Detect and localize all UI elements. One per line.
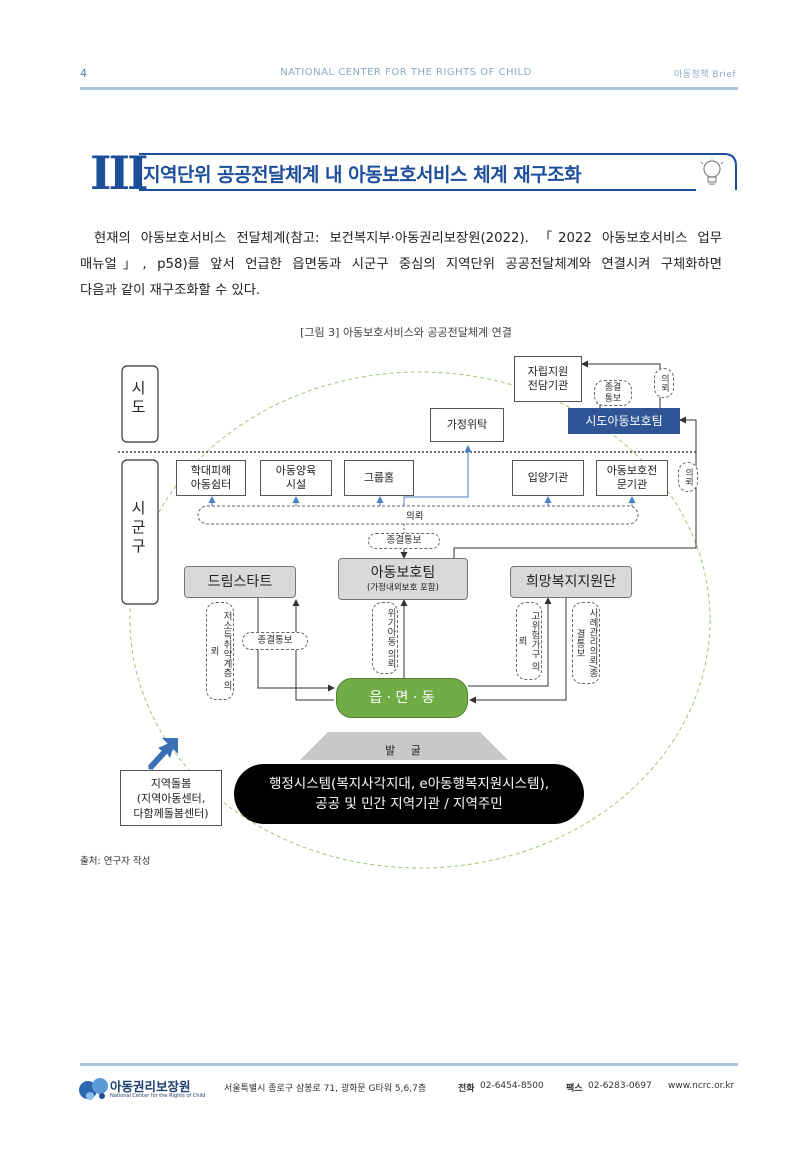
pill-dream-jongkyeol: 종결통보 bbox=[242, 632, 308, 650]
box-child-team: 아동보호팀 (가정내외보호 포함) bbox=[338, 558, 468, 600]
page-number: 4 bbox=[80, 67, 88, 80]
box-dreamstart: 드림스타트 bbox=[184, 566, 296, 598]
paragraph-line: 매뉴얼」, p58)를 앞서 언급한 읍면동과 시군구 중심의 지역단위 공공전… bbox=[80, 257, 722, 272]
pill-uiroe-right: 의뢰 bbox=[678, 462, 698, 492]
lightbulb-icon bbox=[700, 158, 724, 185]
footer-rule bbox=[80, 1063, 738, 1066]
label-discover: 발 굴 bbox=[385, 744, 427, 757]
paragraph-line: 다음과 같이 재구조화할 수 있다. bbox=[80, 283, 261, 298]
footer-tel-label: 전화 bbox=[458, 1084, 475, 1094]
box-sido-team: 시도아동보호팀 bbox=[568, 408, 680, 434]
pill-dream-referral: 저소득취약계층 의뢰 bbox=[206, 602, 234, 700]
pill-crisis-referral: 위기아동 의뢰 bbox=[372, 602, 398, 674]
section-title-frame bbox=[139, 153, 737, 191]
footer-org-name: 아동권리보장원 bbox=[110, 1079, 191, 1094]
label-uiroe-center: 의뢰 bbox=[406, 511, 424, 522]
figure-source: 출처: 연구자 작성 bbox=[80, 856, 151, 867]
box-local-care: 지역돌봄 (지역아동센터, 다함께돌봄센터) bbox=[120, 770, 222, 826]
paragraph-line: 현재의 아동보호서비스 전달체계(참고: 보건복지부·아동권리보장원(2022)… bbox=[94, 231, 722, 246]
footer-address: 서울특별시 종로구 삼봉로 71, 광화문 G타워 5,6,7층 bbox=[224, 1084, 427, 1094]
footer-tel: 02-6454-8500 bbox=[480, 1081, 544, 1091]
figure-caption: [그림 3] 아동보호서비스와 공공전달체계 연결 bbox=[300, 326, 512, 339]
level-sido-label: 시도 bbox=[129, 380, 147, 418]
pill-hope-referral2: 사례관리의뢰/종결통보 bbox=[572, 602, 600, 684]
pill-hope-referral1: 고위험가구 의뢰 bbox=[516, 602, 542, 680]
section-numeral: III bbox=[90, 146, 149, 200]
box-hope: 희망복지지원단 bbox=[510, 566, 632, 598]
box-grouphome: 그룹홈 bbox=[344, 460, 414, 496]
section-title: 지역단위 공공전달체계 내 아동보호서비스 체계 재구조화 bbox=[143, 164, 582, 186]
org-logo-icon bbox=[79, 1078, 108, 1100]
pill-jongkyeol: 종결통보 bbox=[368, 533, 440, 549]
footer-org-name-en: National Center for the Rights of Child bbox=[110, 1093, 206, 1099]
box-emd: 읍 · 면 · 동 bbox=[336, 678, 468, 718]
box-ipyang: 입양기관 bbox=[512, 460, 584, 496]
header-rule bbox=[80, 87, 738, 90]
header-brief-label: 아동정책 Brief bbox=[673, 70, 736, 80]
footer-website: www.ncrc.or.kr bbox=[668, 1081, 735, 1091]
box-admin-system: 행정시스템(복지사각지대, e아동행복지원시스템), 공공 및 민간 지역기관 … bbox=[234, 764, 584, 824]
pill-uiroe-top: 의뢰 bbox=[654, 368, 674, 398]
header-title: NATIONAL CENTER FOR THE RIGHTS OF CHILD bbox=[280, 67, 532, 78]
level-sigungu-label: 시군구 bbox=[129, 500, 147, 557]
box-gajeong-witak: 가정위탁 bbox=[430, 408, 504, 442]
footer-fax: 02-6283-0697 bbox=[588, 1081, 652, 1091]
body-paragraph: 현재의 아동보호서비스 전달체계(참고: 보건복지부·아동권리보장원(2022)… bbox=[80, 226, 722, 304]
footer-fax-label: 팩스 bbox=[566, 1084, 583, 1094]
